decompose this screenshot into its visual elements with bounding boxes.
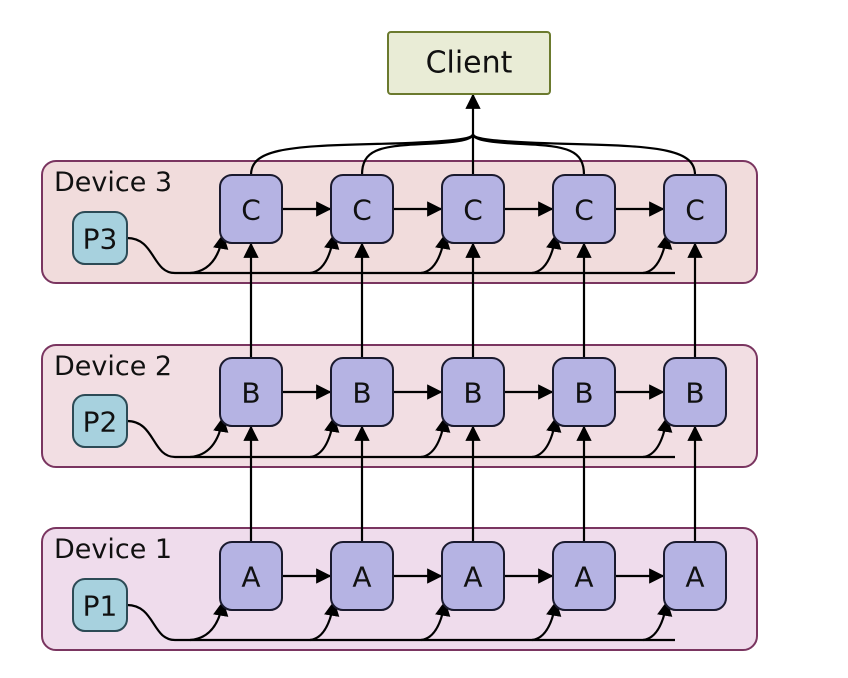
param-node: P1: [72, 578, 128, 632]
node-label: A: [463, 561, 482, 594]
param-bus-line: [126, 603, 675, 642]
param-feed-arrow: [189, 233, 229, 275]
compute-node: B: [330, 357, 394, 427]
node-label: A: [352, 561, 371, 594]
device-label: Device 1: [54, 534, 172, 565]
param-feed-arrow: [420, 416, 451, 459]
param-feed-arrow: [420, 600, 451, 642]
node-label: C: [352, 194, 372, 227]
node-label: C: [685, 194, 705, 227]
node-label: B: [574, 377, 593, 410]
param-label: P2: [83, 406, 118, 439]
compute-node: A: [219, 541, 283, 611]
device-label: Device 2: [54, 351, 172, 382]
compute-node: B: [219, 357, 283, 427]
compute-node: A: [552, 541, 616, 611]
param-feed-arrow: [531, 233, 562, 275]
node-label: B: [241, 377, 260, 410]
device-box-1: Device 1: [41, 527, 758, 651]
compute-node: B: [663, 357, 727, 427]
param-label: P3: [83, 223, 118, 256]
param-bus-line: [126, 419, 675, 459]
device-label: Device 3: [54, 167, 172, 198]
output-line: [471, 133, 697, 176]
param-feed-arrow: [420, 233, 451, 275]
node-label: C: [241, 194, 261, 227]
param-feed-arrow: [189, 600, 229, 642]
compute-node: A: [663, 541, 727, 611]
param-feed-arrow: [642, 416, 673, 459]
node-label: B: [463, 377, 482, 410]
param-feed-arrow: [531, 600, 562, 642]
device-box-3: Device 3: [41, 160, 758, 284]
param-feed-arrow: [189, 416, 229, 459]
node-label: C: [574, 194, 594, 227]
client-box: Client: [387, 31, 551, 95]
param-feed-arrow: [309, 416, 340, 459]
param-feed-arrow: [309, 233, 340, 275]
compute-node: C: [219, 174, 283, 244]
node-label: B: [352, 377, 371, 410]
compute-node: C: [330, 174, 394, 244]
node-label: A: [241, 561, 260, 594]
compute-node: B: [441, 357, 505, 427]
client-label: Client: [426, 46, 513, 81]
param-feed-arrow: [531, 416, 562, 459]
compute-node: B: [552, 357, 616, 427]
node-label: B: [685, 377, 704, 410]
compute-node: C: [663, 174, 727, 244]
compute-node: A: [330, 541, 394, 611]
param-label: P1: [83, 590, 118, 623]
param-node: P3: [72, 211, 128, 265]
param-node: P2: [72, 394, 128, 448]
compute-node: C: [441, 174, 505, 244]
compute-node: A: [441, 541, 505, 611]
output-line: [360, 133, 475, 176]
compute-node: C: [552, 174, 616, 244]
param-feed-arrow: [642, 600, 673, 642]
node-label: A: [685, 561, 704, 594]
node-label: C: [463, 194, 483, 227]
device-box-2: Device 2: [41, 344, 758, 468]
param-feed-arrow: [309, 600, 340, 642]
param-bus-line: [126, 236, 675, 275]
node-label: A: [574, 561, 593, 594]
param-feed-arrow: [642, 233, 673, 275]
